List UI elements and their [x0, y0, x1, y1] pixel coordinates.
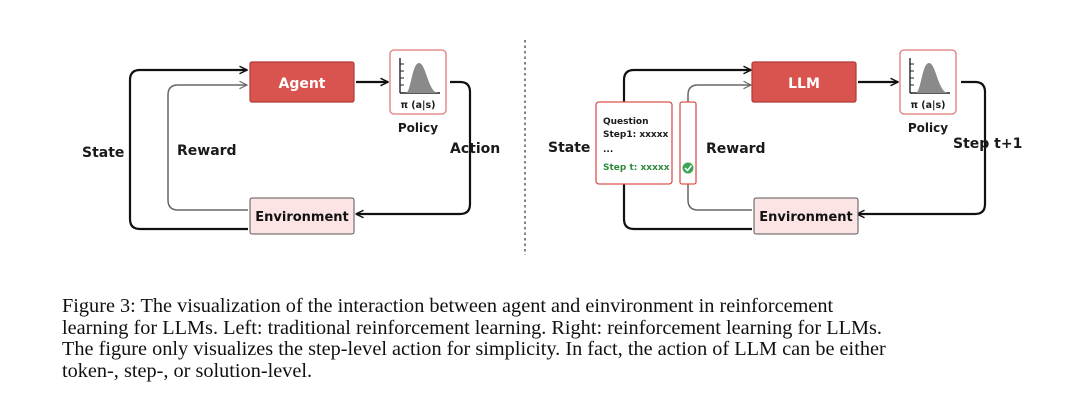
environment-label: Environment — [759, 210, 853, 225]
distribution-icon — [399, 58, 440, 94]
card-question: Question — [603, 117, 649, 127]
state-arrow — [128, 70, 248, 231]
step-label: Step t+1 — [953, 136, 1022, 152]
card-ellipsis: ... — [603, 145, 613, 155]
caption-line: Figure 3: The visualization of the inter… — [62, 295, 834, 317]
step-arrow — [857, 80, 987, 214]
environment-box — [753, 197, 859, 235]
caption-line: The figure only visualizes the step-leve… — [62, 338, 886, 360]
policy-formula: π (a|s) — [910, 100, 945, 111]
reward-arrow — [167, 85, 248, 211]
action-arrow — [356, 80, 472, 214]
reward-bar — [679, 101, 697, 185]
policy-formula: π (a|s) — [400, 100, 435, 111]
state-label: State — [548, 140, 590, 156]
state-label: State — [82, 145, 124, 161]
agent-box — [249, 61, 355, 103]
reward-label: Reward — [177, 143, 237, 159]
agent-label: Agent — [278, 76, 325, 92]
distribution-icon — [909, 58, 950, 94]
llm-box — [751, 61, 857, 103]
check-icon — [682, 162, 694, 174]
state-card — [595, 101, 673, 185]
left-panel: Agent π (a|s) Policy Environment State R… — [82, 49, 500, 235]
card-step1: Step1: xxxxx — [603, 130, 669, 140]
environment-box — [249, 197, 355, 235]
action-label: Action — [450, 141, 500, 157]
policy-label: Policy — [908, 121, 948, 135]
card-step-t: Step t: xxxxx — [603, 163, 670, 173]
environment-label: Environment — [255, 210, 349, 225]
figure-caption: Figure 3: The visualization of the inter… — [62, 295, 1042, 382]
reward-label: Reward — [706, 141, 766, 157]
llm-label: LLM — [788, 76, 820, 92]
right-panel: Question Step1: xxxxx ... Step t: xxxxx … — [548, 49, 1022, 235]
policy-label: Policy — [398, 121, 438, 135]
caption-line: learning for LLMs. Left: traditional rei… — [62, 316, 882, 339]
caption-line: token-, step-, or solution-level. — [62, 359, 313, 382]
